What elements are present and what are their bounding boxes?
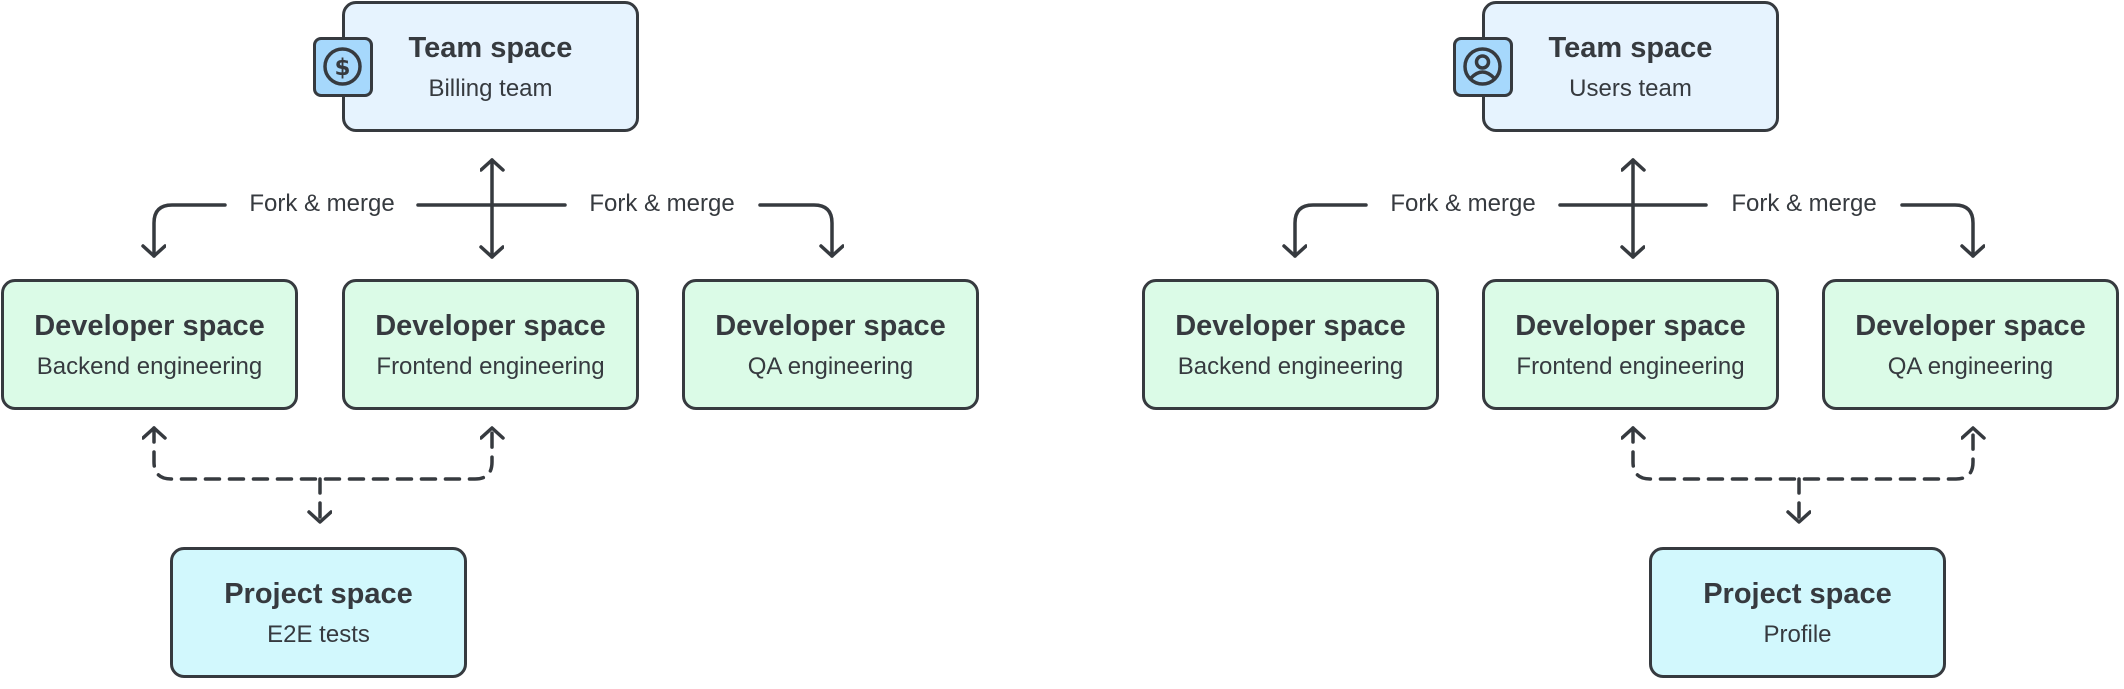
team-space-subtitle: Users team: [1569, 74, 1692, 102]
team-space-box: Team space Users team: [1482, 1, 1779, 132]
developer-space-frontend-box: Developer space Frontend engineering: [1482, 279, 1779, 410]
fork-merge-backend-arrow: [1295, 203, 1368, 258]
project-dashed-connectors: [154, 426, 492, 524]
developer-space-subtitle: QA engineering: [747, 352, 914, 380]
user-circle-icon: [1453, 37, 1513, 97]
right-connectors: [1295, 158, 1973, 524]
fork-merge-label-right: Fork & merge: [1727, 187, 1881, 221]
developer-space-backend-box: Developer space Backend engineering: [1142, 279, 1439, 410]
fork-merge-qa-arrow: [1900, 203, 1973, 258]
developer-space-qa-box: Developer space QA engineering: [1822, 279, 2119, 410]
team-space-title: Team space: [1548, 31, 1713, 64]
developer-space-title: Developer space: [34, 309, 265, 342]
dollar-circle-icon: $: [313, 37, 373, 97]
left-connectors: [154, 158, 832, 524]
project-space-title: Project space: [1703, 577, 1892, 610]
developer-space-title: Developer space: [1515, 309, 1746, 342]
fork-merge-label-left: Fork & merge: [1386, 187, 1540, 221]
developer-space-title: Developer space: [1855, 309, 2086, 342]
fork-merge-backend-arrow: [154, 203, 227, 258]
fork-merge-qa-arrow: [758, 203, 832, 258]
developer-space-title: Developer space: [715, 309, 946, 342]
developer-space-subtitle: Backend engineering: [1177, 352, 1404, 380]
project-space-box: Project space Profile: [1649, 547, 1946, 678]
team-space-box: Team space Billing team: [342, 1, 639, 132]
developer-space-title: Developer space: [375, 309, 606, 342]
fork-merge-label-right: Fork & merge: [585, 187, 739, 221]
project-dashed-connectors: [1633, 426, 1973, 524]
developer-space-backend-box: Developer space Backend engineering: [1, 279, 298, 410]
team-space-subtitle: Billing team: [428, 74, 553, 102]
developer-space-frontend-box: Developer space Frontend engineering: [342, 279, 639, 410]
team-space-title: Team space: [408, 31, 573, 64]
project-space-subtitle: E2E tests: [267, 620, 370, 648]
svg-text:$: $: [334, 55, 350, 81]
developer-space-subtitle: QA engineering: [1887, 352, 2054, 380]
project-space-subtitle: Profile: [1763, 620, 1832, 648]
developer-space-subtitle: Frontend engineering: [1516, 352, 1745, 380]
project-space-box: Project space E2E tests: [170, 547, 467, 678]
project-space-title: Project space: [224, 577, 413, 610]
developer-space-qa-box: Developer space QA engineering: [682, 279, 979, 410]
fork-merge-label-left: Fork & merge: [245, 187, 399, 221]
developer-space-subtitle: Frontend engineering: [376, 352, 605, 380]
developer-space-subtitle: Backend engineering: [36, 352, 263, 380]
developer-space-title: Developer space: [1175, 309, 1406, 342]
